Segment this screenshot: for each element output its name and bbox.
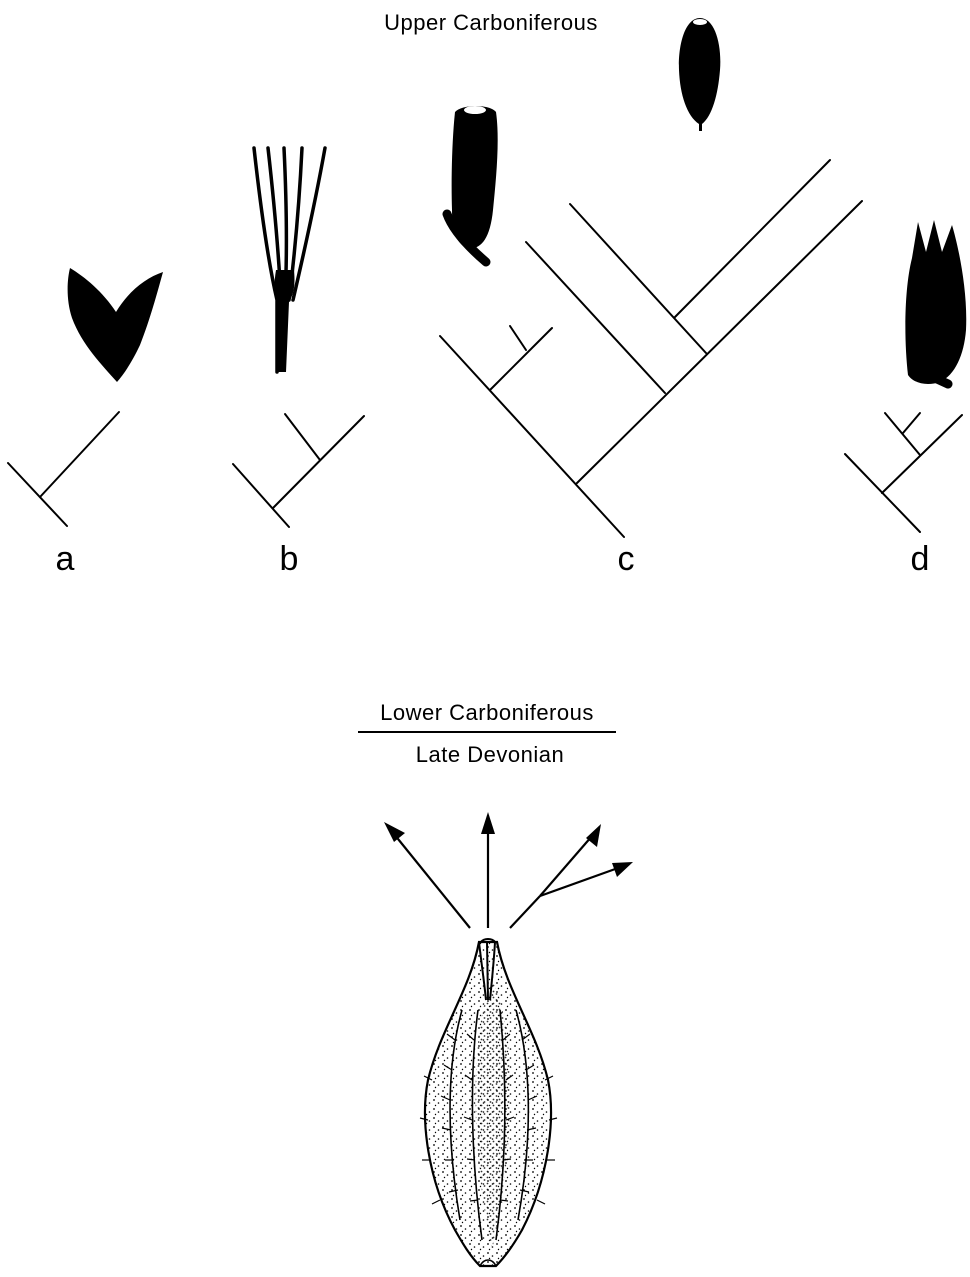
group-c: c — [440, 18, 862, 578]
late-devonian-label: Late Devonian — [416, 742, 564, 767]
label-c: c — [618, 540, 635, 578]
cladogram-b — [233, 414, 364, 527]
ancestral-seed-icon — [420, 939, 557, 1266]
arrow-left-icon — [384, 822, 470, 928]
label-a: a — [56, 540, 75, 578]
label-b: b — [280, 540, 299, 578]
cladogram-d — [845, 413, 962, 532]
group-a: a — [8, 268, 163, 578]
group-b: b — [233, 148, 364, 578]
seed-c-elongate-icon — [447, 106, 498, 262]
arrow-right-icon — [510, 824, 601, 928]
radiation-arrows — [384, 812, 633, 928]
seed-d-lobed-icon — [905, 220, 966, 384]
seed-c-ovoid-icon — [679, 18, 720, 131]
seed-a-cupule-icon — [68, 268, 163, 382]
cladogram-a — [8, 412, 119, 526]
group-d: d — [845, 220, 966, 578]
seed-b-lobed-icon — [254, 148, 325, 372]
lower-carboniferous-label: Lower Carboniferous — [380, 700, 594, 725]
arrow-up-icon — [481, 812, 495, 928]
label-d: d — [911, 540, 930, 578]
cladogram-c — [440, 160, 862, 537]
upper-carboniferous-label: Upper Carboniferous — [384, 10, 598, 35]
